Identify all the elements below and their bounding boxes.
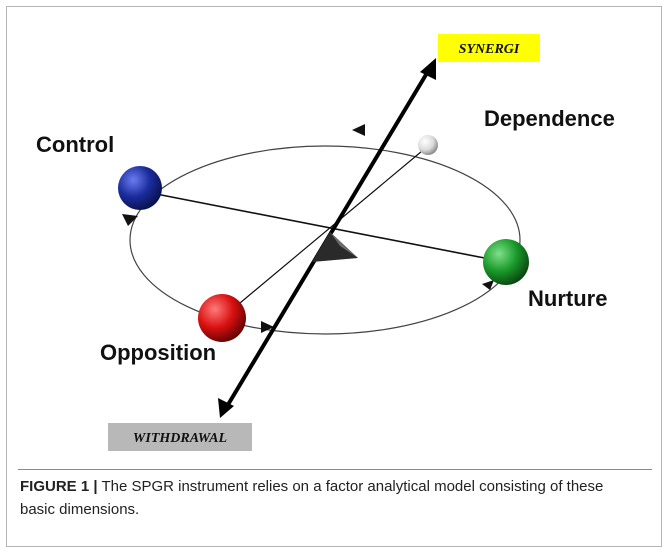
control-sphere bbox=[118, 166, 162, 210]
orbit-arrow-right bbox=[482, 280, 494, 290]
axis-control-nurture bbox=[145, 191, 506, 263]
caption-divider bbox=[18, 469, 652, 470]
axis-dependence-opposition bbox=[221, 145, 429, 319]
synergi-box bbox=[438, 34, 540, 62]
spgr-dimensions-diagram: SYNERGI WITHDRAWAL Control Dependence Nu… bbox=[36, 34, 615, 451]
opposition-sphere bbox=[198, 294, 246, 342]
figure-frame bbox=[6, 6, 662, 547]
withdrawal-box bbox=[108, 423, 252, 451]
withdrawal-label: WITHDRAWAL bbox=[133, 431, 227, 446]
figure-caption: FIGURE 1 | The SPGR instrument relies on… bbox=[20, 475, 640, 521]
synergi-label: SYNERGI bbox=[459, 42, 520, 57]
dependence-label: Dependence bbox=[484, 106, 615, 131]
orbit-arrow-left bbox=[122, 214, 138, 226]
caption-text: The SPGR instrument relies on a factor a… bbox=[20, 478, 604, 518]
nurture-label: Nurture bbox=[528, 286, 607, 311]
center-pointer bbox=[312, 232, 358, 262]
nurture-sphere bbox=[483, 239, 529, 285]
dependence-sphere bbox=[418, 135, 438, 155]
orbit-arrow-top bbox=[352, 124, 365, 136]
control-label: Control bbox=[36, 132, 114, 157]
synergi-arrowhead bbox=[420, 58, 436, 80]
orbit-arrow-bottom bbox=[261, 321, 274, 333]
center-pointer-shade bbox=[330, 232, 358, 258]
orbit-ellipse bbox=[129, 145, 521, 335]
opposition-label: Opposition bbox=[100, 340, 216, 365]
figure-number: FIGURE 1 | bbox=[20, 478, 98, 495]
withdrawal-arrowhead bbox=[218, 398, 234, 418]
